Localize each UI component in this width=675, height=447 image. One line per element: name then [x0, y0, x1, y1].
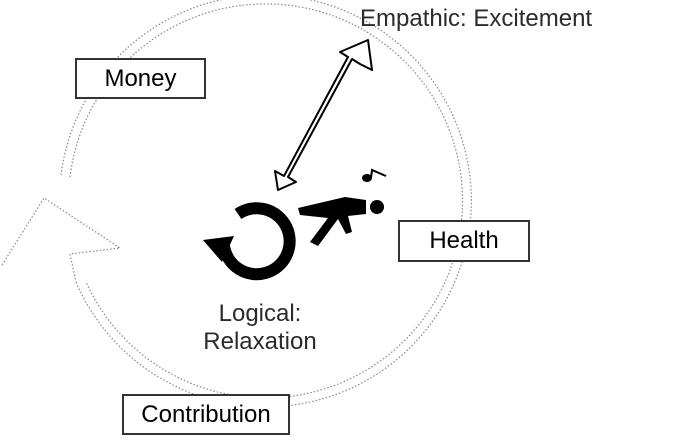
empathic-label: Empathic: Excitement — [360, 5, 593, 32]
logical-label-line1: Logical: — [218, 300, 302, 327]
health-box: Health — [398, 220, 530, 262]
music-note-icon — [362, 168, 387, 182]
circular-arrow-icon — [203, 202, 296, 281]
double-arrow — [274, 39, 373, 191]
money-box: Money — [75, 58, 206, 99]
contribution-box: Contribution — [122, 394, 290, 435]
logical-label-line2: Relaxation — [203, 327, 317, 355]
relaxing-person-icon — [298, 197, 384, 246]
logical-label: Logical: Relaxation — [200, 300, 320, 355]
